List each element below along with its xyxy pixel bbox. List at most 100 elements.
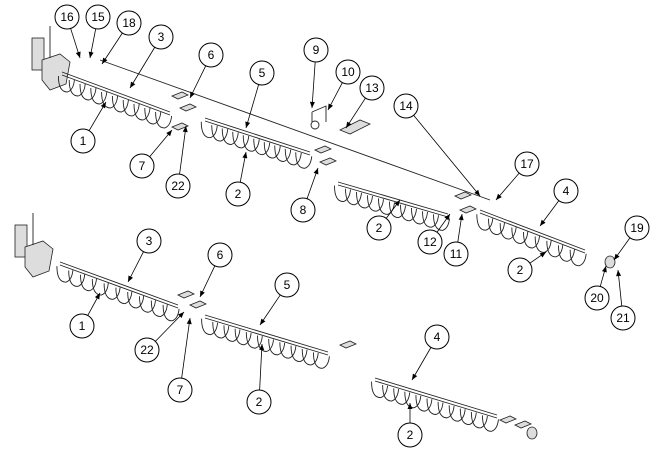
leader-line xyxy=(259,294,281,326)
callout-2: 2 xyxy=(507,257,533,283)
end-disc xyxy=(526,426,538,440)
arrowhead-icon xyxy=(190,91,195,98)
callout-2: 2 xyxy=(397,422,423,448)
callout-number: 6 xyxy=(208,48,215,62)
arrowhead-icon xyxy=(182,126,188,133)
arrowhead-icon xyxy=(458,214,464,221)
callout-number: 18 xyxy=(122,16,136,30)
arrowhead-icon xyxy=(75,51,81,58)
callout-2: 2 xyxy=(225,181,251,207)
callout-number: 2 xyxy=(376,221,383,235)
callout-number: 7 xyxy=(177,383,184,397)
arrowhead-icon xyxy=(130,81,136,88)
arrowhead-icon xyxy=(94,293,100,300)
callout-21: 21 xyxy=(610,305,636,331)
auger-section-2-bottom xyxy=(201,314,330,369)
arrowhead-icon xyxy=(496,193,502,200)
callout-1: 1 xyxy=(70,128,96,154)
callout-number: 22 xyxy=(140,343,154,357)
arrowhead-icon xyxy=(260,318,266,325)
leader-line xyxy=(617,269,623,307)
callout-number: 10 xyxy=(341,65,355,79)
callout-number: 9 xyxy=(313,43,320,57)
callout-3: 3 xyxy=(136,228,162,254)
arrowhead-icon xyxy=(102,57,108,64)
callout-22: 22 xyxy=(134,337,160,363)
connector-plate xyxy=(319,157,337,166)
callout-number: 7 xyxy=(139,159,146,173)
callout-4: 4 xyxy=(553,178,579,204)
connector-plate xyxy=(454,191,472,200)
leader-line xyxy=(101,32,123,65)
connector-plate xyxy=(459,205,477,214)
auger-section-1-bottom xyxy=(56,261,180,322)
arrowhead-icon xyxy=(540,219,546,226)
arrowhead-icon xyxy=(394,200,400,207)
callout-9: 9 xyxy=(303,37,329,63)
callout-6: 6 xyxy=(198,42,224,68)
callout-14: 14 xyxy=(393,93,419,119)
leader-line xyxy=(245,84,260,129)
auger-section-2-top xyxy=(200,117,313,169)
callout-7: 7 xyxy=(167,377,193,403)
callout-number: 4 xyxy=(434,330,441,344)
callout-20: 20 xyxy=(584,285,610,311)
callout-13: 13 xyxy=(359,75,385,101)
auger-section-3-bottom xyxy=(371,377,499,432)
arrowhead-icon xyxy=(616,270,622,277)
callout-7: 7 xyxy=(129,153,155,179)
callout-15: 15 xyxy=(85,4,111,30)
callout-number: 1 xyxy=(79,319,86,333)
callout-number: 13 xyxy=(365,81,379,95)
callout-2: 2 xyxy=(246,389,272,415)
callout-3: 3 xyxy=(148,24,174,50)
connector-plate xyxy=(514,420,532,429)
callout-number: 3 xyxy=(146,234,153,248)
leader-line xyxy=(181,317,191,379)
auger-section-4-top xyxy=(476,209,587,267)
arrowhead-icon xyxy=(313,168,319,175)
arrowhead-icon xyxy=(346,121,352,128)
leader-lines xyxy=(70,28,631,423)
arrowhead-icon xyxy=(178,312,184,318)
callout-number: 1 xyxy=(80,134,87,148)
arrowhead-icon xyxy=(100,102,106,109)
leader-line xyxy=(311,61,316,109)
callout-5: 5 xyxy=(274,272,300,298)
connector-plate xyxy=(179,103,197,112)
callout-6: 6 xyxy=(207,242,233,268)
connector-plate xyxy=(171,91,189,100)
drive-unit-bottom xyxy=(14,213,54,278)
callout-number: 5 xyxy=(284,278,291,292)
connector-plate xyxy=(339,340,357,349)
callout-number: 12 xyxy=(423,235,437,249)
callout-number: 8 xyxy=(300,203,307,217)
leader-line xyxy=(411,347,432,381)
callout-19: 19 xyxy=(624,215,650,241)
callout-number: 19 xyxy=(630,221,644,235)
connector-plate xyxy=(171,122,189,131)
callout-1: 1 xyxy=(69,313,95,339)
arrowhead-icon xyxy=(242,152,248,159)
leader-line xyxy=(413,115,481,197)
callout-16: 16 xyxy=(54,4,80,30)
callout-number: 21 xyxy=(616,311,630,325)
arrowhead-icon xyxy=(166,130,172,137)
callout-number: 5 xyxy=(259,66,266,80)
callout-number: 17 xyxy=(520,157,534,171)
arrowhead-icon xyxy=(328,103,333,110)
arrowhead-icon xyxy=(186,318,192,325)
arrowhead-icon xyxy=(407,403,413,409)
callout-number: 2 xyxy=(235,187,242,201)
arrowhead-icon xyxy=(614,253,620,260)
arrowhead-icon xyxy=(309,101,315,108)
callout-number: 6 xyxy=(217,248,224,262)
arrowhead-icon xyxy=(539,252,546,258)
arrowhead-icon xyxy=(412,373,418,380)
connector-plate xyxy=(177,290,195,299)
arrowhead-icon xyxy=(245,121,251,128)
cable-line xyxy=(99,59,491,201)
callout-number: 20 xyxy=(590,291,604,305)
callout-number: 14 xyxy=(399,99,413,113)
